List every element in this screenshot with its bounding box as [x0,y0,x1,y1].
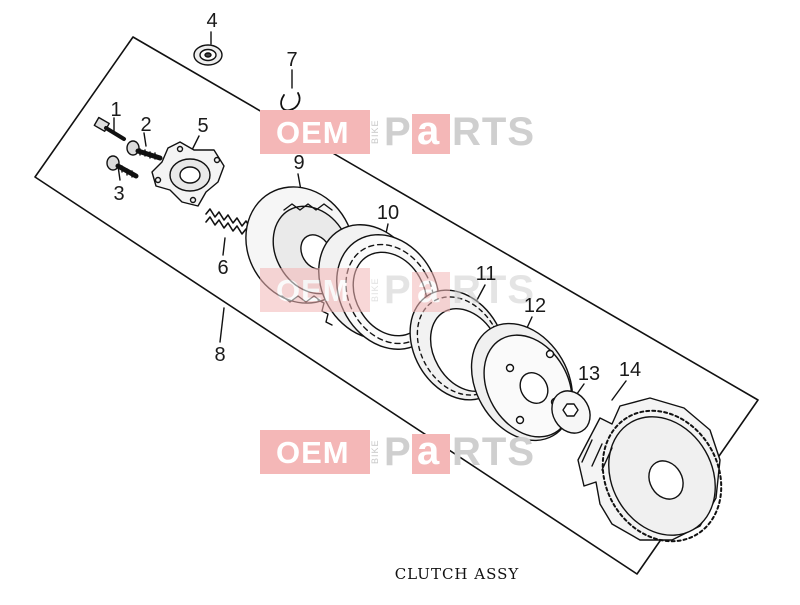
part-14-clutch-housing [577,397,723,543]
callout-9: 9 [293,152,305,174]
watermark-a-text: a [417,267,440,311]
part-1-bolt [93,116,126,141]
callout-7: 7 [286,49,298,71]
watermark-p-text: P [384,430,411,474]
watermark-a-box [412,114,450,154]
part-2-bolt [126,140,163,161]
watermark-p-text: P [384,268,411,312]
watermark-rts-text: RTS [452,430,535,474]
callout-5: 5 [197,115,209,137]
watermark-logo: OEM BIKE P a RTS [260,109,540,154]
callout-4: 4 [206,10,218,32]
watermark-a-box [412,272,450,312]
watermark-oem-box [260,268,370,312]
watermark-bike-text: BIKE [370,277,380,303]
callout-1: 1 [110,99,122,121]
watermark-bike-text: BIKE [370,119,380,145]
part-5-lifter-plate [151,141,225,207]
callout-14: 14 [618,359,642,381]
watermark-oem-box [260,110,370,154]
watermark-oem-text: OEM [276,115,350,150]
callout-12: 12 [523,295,547,317]
watermark-rts-text: RTS [452,110,535,154]
diagram-caption: CLUTCH ASSY [394,565,520,583]
callout-11: 11 [475,263,497,285]
watermark-bike-text: BIKE [370,439,380,465]
assembly-frame [34,36,759,575]
watermark-logo: OEM BIKE P a RTS [260,267,540,312]
part-7-circlip [280,92,301,112]
part-4-bearing [193,44,223,66]
watermark-a-text: a [417,109,440,153]
watermark-a-text: a [417,429,440,473]
watermark-oem-text: OEM [276,435,350,470]
watermark-p-text: P [384,110,411,154]
part-3-bolt [106,155,139,179]
part-13-washer [551,390,591,434]
watermark-rts-text: RTS [452,268,535,312]
watermark-a-box [412,434,450,474]
watermark-oem-text: OEM [276,273,350,308]
callout-10: 10 [376,202,400,224]
callout-2: 2 [140,114,152,136]
watermark-oem-box [260,430,370,474]
callout-6: 6 [217,257,229,279]
callout-3: 3 [113,183,125,205]
watermark-logo: OEM BIKE P a RTS [260,429,540,474]
part-12-pressure-plate [470,322,574,442]
callout-13: 13 [577,363,601,385]
callout-8: 8 [214,344,226,366]
